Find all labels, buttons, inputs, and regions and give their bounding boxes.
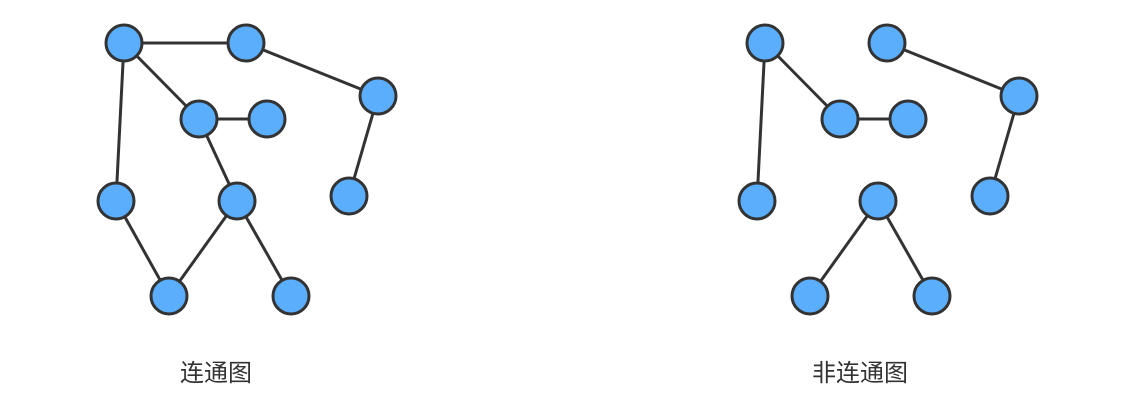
- disconnected-graph-caption: 非连通图: [812, 359, 908, 387]
- node-d: [179, 99, 219, 139]
- disconnected-graph-edges: [755, 41, 1021, 298]
- node-b: [226, 23, 266, 63]
- node-g: [737, 181, 777, 221]
- node-c: [999, 76, 1039, 116]
- edge-a-g: [114, 41, 126, 203]
- node-a: [104, 23, 144, 63]
- connected-graph: 连通图: [96, 23, 398, 387]
- node-i: [149, 276, 189, 316]
- edge-a-g: [755, 41, 767, 203]
- node-e: [888, 99, 928, 139]
- connected-graph-nodes: [96, 23, 398, 316]
- disconnected-graph-nodes: [737, 23, 1039, 316]
- connected-graph-edges: [114, 41, 380, 298]
- edge-b-c: [885, 41, 1021, 98]
- node-f: [970, 176, 1010, 216]
- node-j: [271, 276, 311, 316]
- node-g: [96, 181, 136, 221]
- node-a: [745, 23, 785, 63]
- connected-graph-caption: 连通图: [180, 359, 252, 387]
- node-f: [329, 176, 369, 216]
- edge-b-c: [244, 41, 380, 98]
- node-i: [790, 276, 830, 316]
- disconnected-graph: 非连通图: [737, 23, 1039, 387]
- node-h: [217, 181, 257, 221]
- node-h: [858, 181, 898, 221]
- node-e: [247, 99, 287, 139]
- node-c: [358, 76, 398, 116]
- node-d: [820, 99, 860, 139]
- node-b: [867, 23, 907, 63]
- node-j: [912, 276, 952, 316]
